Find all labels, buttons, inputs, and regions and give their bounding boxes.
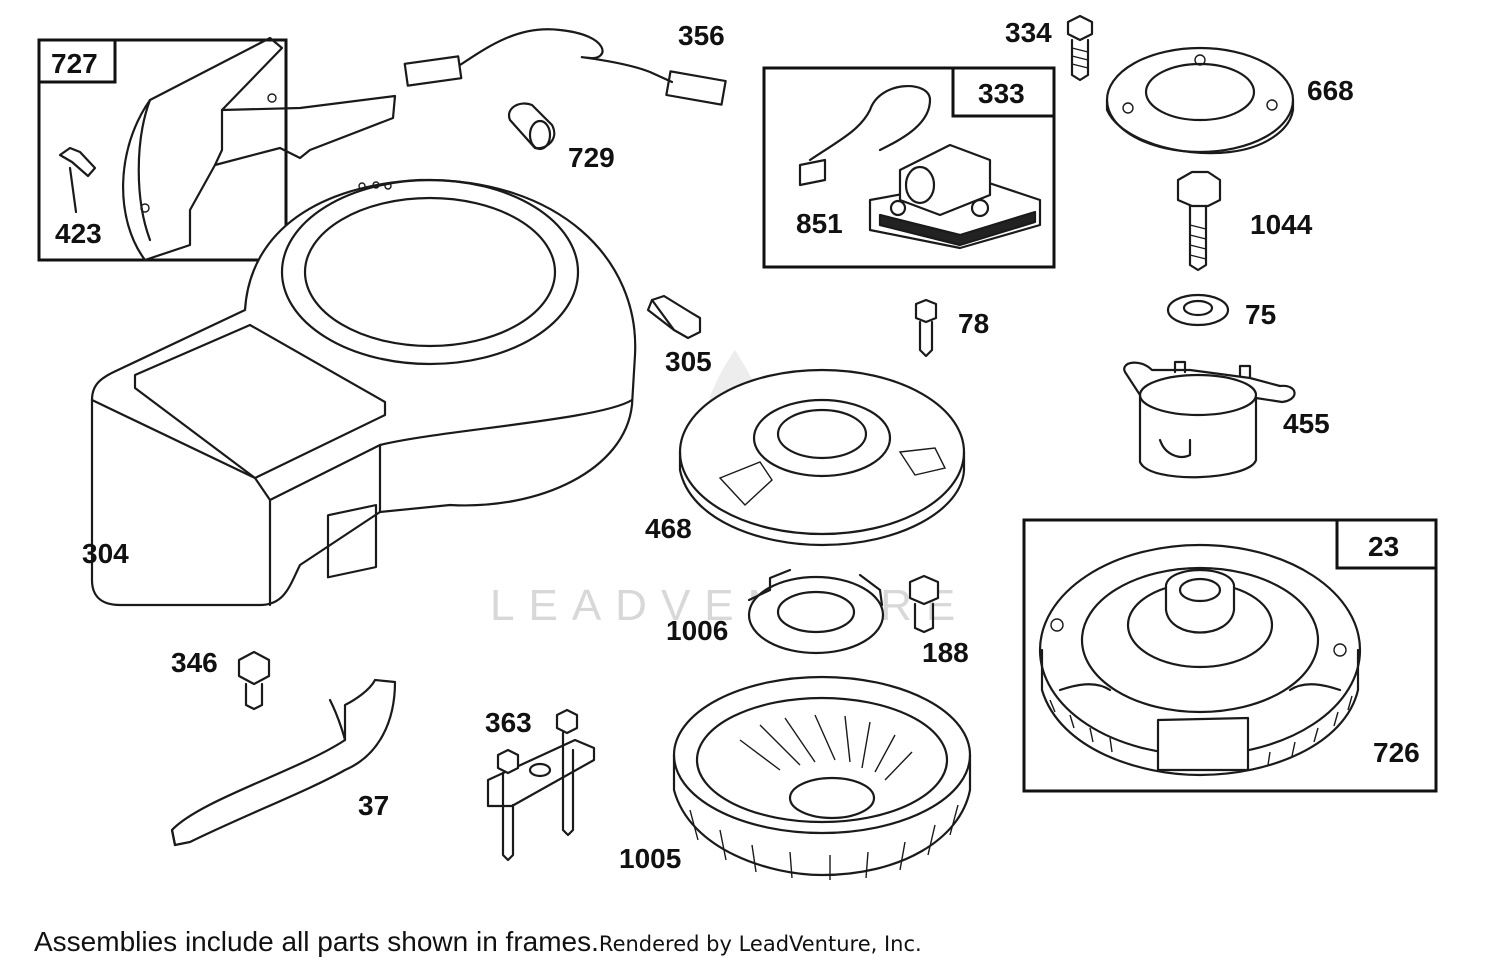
label-423: 423: [55, 218, 102, 249]
label-78: 78: [958, 308, 989, 339]
part-668-plate: [1105, 46, 1295, 155]
frame-333: 333: [762, 66, 1056, 269]
frame-333-label: 333: [978, 78, 1025, 109]
footnote: Assemblies include all parts shown in fr…: [34, 926, 922, 958]
part-468-screen: [678, 368, 966, 547]
frame-23: 23: [1022, 518, 1438, 793]
label-363: 363: [485, 707, 532, 738]
label-1006: 1006: [666, 615, 728, 646]
part-334-bolt: [1066, 14, 1094, 82]
label-1044: 1044: [1250, 209, 1313, 240]
label-455: 455: [1283, 408, 1330, 439]
part-304-blower-housing: [90, 178, 637, 607]
part-1006-retainer: [747, 568, 885, 655]
label-304: 304: [82, 538, 129, 569]
part-356-wire-harness: [403, 28, 727, 106]
part-727-baffle: [122, 36, 397, 262]
part-37-air-guide: [170, 678, 397, 847]
footnote-credit: Rendered by LeadVenture, Inc.: [598, 932, 922, 956]
part-75-washer: [1166, 293, 1230, 327]
part-726-flywheel: [1038, 543, 1362, 777]
part-455-cup: [1123, 360, 1296, 479]
part-188-bolt: [908, 574, 940, 634]
label-668: 668: [1307, 75, 1354, 106]
part-423-screw: [58, 146, 97, 214]
label-851: 851: [796, 208, 843, 239]
label-726: 726: [1373, 737, 1420, 768]
label-356: 356: [678, 20, 725, 51]
label-37: 37: [358, 790, 389, 821]
part-1005-fan: [672, 675, 972, 880]
label-1005: 1005: [619, 843, 681, 874]
label-188: 188: [922, 637, 969, 668]
frame-23-label: 23: [1368, 531, 1399, 562]
watermark-text: LEADVENTURE: [490, 581, 969, 630]
part-363-bracket: [486, 708, 596, 862]
label-75: 75: [1245, 299, 1276, 330]
part-1044-stud: [1176, 170, 1222, 272]
part-729-grommet: [507, 102, 556, 151]
label-729: 729: [568, 142, 615, 173]
footnote-note: Assemblies include all parts shown in fr…: [34, 926, 599, 957]
label-468: 468: [645, 513, 692, 544]
part-333-armature: [798, 84, 1042, 250]
part-346-bolt: [237, 650, 271, 711]
label-305: 305: [665, 346, 712, 377]
frame-727-label: 727: [51, 48, 98, 79]
label-334: 334: [1005, 17, 1052, 48]
part-78-screw: [914, 298, 938, 358]
label-346: 346: [171, 647, 218, 678]
part-305-bolt: [646, 294, 702, 340]
